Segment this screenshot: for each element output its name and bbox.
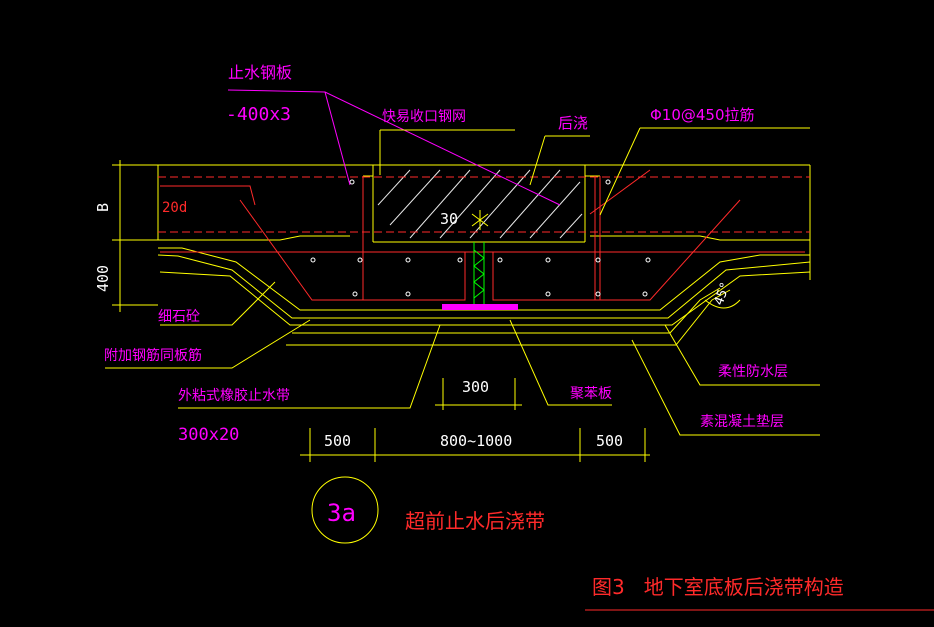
label-rubber-band: 外粘式橡胶止水带 — [178, 387, 290, 404]
label-dim-30: 30 — [440, 210, 458, 228]
label-stop-plate: 止水钢板 — [228, 63, 292, 82]
label-tie-bar: Φ10@450拉筋 — [650, 106, 755, 124]
label-extra-rebar: 附加钢筋同板筋 — [104, 347, 202, 364]
label-dim-b: B — [94, 203, 112, 212]
dimension-lines — [112, 160, 741, 462]
foam-board-shape — [442, 304, 518, 310]
label-dim-300: 300 — [462, 378, 489, 396]
rebar-dots — [310, 179, 651, 297]
label-fine-stone: 细石砼 — [158, 309, 200, 325]
label-post-pour: 后浇 — [558, 114, 588, 132]
label-dim-400: 400 — [94, 265, 112, 292]
label-detail-title: 超前止水后浇带 — [405, 509, 545, 533]
label-detail-no: 3a — [327, 499, 356, 527]
label-dim-gap: 800~1000 — [440, 432, 512, 450]
post-pour-boundaries — [363, 165, 600, 243]
label-dim-500-right: 500 — [596, 432, 623, 450]
label-figure-caption: 图3 地下室底板后浇带构造 — [592, 575, 844, 599]
detail-bubble — [311, 476, 379, 544]
label-rubber-band-size: 300x20 — [178, 425, 239, 445]
steel-mesh — [473, 242, 485, 304]
rebar-lines — [158, 169, 810, 301]
label-foam-board: 聚苯板 — [570, 385, 612, 402]
label-concrete-cushion: 素混凝土垫层 — [700, 414, 784, 430]
water-stop-marker — [471, 210, 489, 230]
post-pour-hatch — [377, 169, 583, 239]
label-dim-500-left: 500 — [324, 432, 351, 450]
label-20d: 20d — [162, 200, 187, 216]
label-stop-plate-size: -400x3 — [226, 104, 291, 125]
leader-lines — [105, 89, 820, 436]
label-flexible-waterproof: 柔性防水层 — [718, 364, 788, 380]
label-angle-45: 45° — [712, 280, 734, 307]
label-mesh: 快易收口钢网 — [382, 109, 466, 125]
